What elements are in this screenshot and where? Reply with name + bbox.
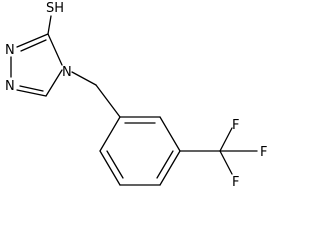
- bond-b5-b6-inner: [106, 150, 124, 179]
- bond-n4-ch2: [71, 71, 97, 86]
- bond-b3-b4: [159, 150, 181, 186]
- atom-label-n4: N: [62, 65, 72, 80]
- atom-label-n1: N: [5, 79, 15, 94]
- atom-label-f2: F: [260, 145, 267, 160]
- bond-c5-n1: [16, 89, 47, 97]
- bond-c5-n1-double: [19, 85, 44, 92]
- bond-c-f3: [219, 150, 233, 175]
- atom-label-f3: F: [232, 175, 239, 190]
- bond-ch2-ring: [95, 84, 121, 118]
- bond-c-f1: [219, 127, 233, 152]
- bond-n4-c5: [45, 69, 63, 97]
- molecule-structure-drawing: SH N N N F F F: [5, 1, 267, 190]
- bond-b2-b3: [159, 116, 181, 152]
- bond-n2-c3: [16, 33, 49, 48]
- bond-b5-b6: [99, 150, 121, 186]
- bond-c3-s: [47, 15, 52, 35]
- atom-label-f1: F: [232, 118, 239, 133]
- bond-b3-b4-inner: [156, 150, 174, 179]
- bond-c3-n4: [47, 33, 63, 66]
- atom-label-sh: SH: [46, 1, 64, 16]
- bond-n2-c3-double: [20, 39, 47, 52]
- atom-label-n2: N: [5, 43, 15, 58]
- benzene-ring: [99, 116, 181, 186]
- triazole-ring: [10, 33, 63, 97]
- bond-b6-b1: [99, 116, 121, 152]
